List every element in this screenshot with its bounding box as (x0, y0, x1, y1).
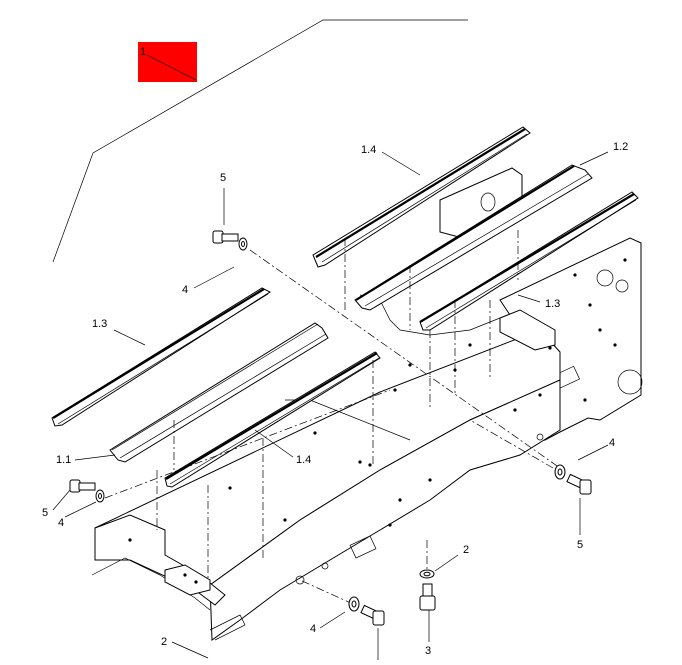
callout-4-top: 4 (182, 284, 188, 296)
plate-hole (617, 369, 643, 395)
callout-1-2: 1.2 (613, 141, 628, 153)
callout-1-highlight[interactable]: 1 (138, 42, 197, 82)
callout-4-right: 4 (609, 437, 615, 449)
foot-slot (209, 614, 246, 641)
callout-4-left: 4 (58, 517, 64, 529)
rail-1-2 (354, 164, 593, 311)
plate-hole (321, 562, 329, 570)
bolt-5-left (69, 479, 105, 503)
callout-1-4-mid: 1.4 (296, 454, 311, 466)
bolt-3 (419, 569, 436, 611)
callout-5-top: 5 (220, 172, 226, 184)
callout-3: 3 (425, 645, 431, 657)
plate-slot (349, 535, 377, 559)
callout-5-right: 5 (577, 539, 583, 551)
plate-hole (596, 269, 614, 287)
callout-1-1: 1.1 (56, 454, 71, 466)
callout-1-label: 1 (140, 46, 146, 58)
rail-1-4-mid (164, 351, 381, 488)
callout-1-3-right: 1.3 (545, 298, 560, 310)
callout-2-right: 2 (463, 544, 469, 556)
bolt-5-right (554, 464, 592, 495)
callout-1-3-left: 1.3 (92, 318, 107, 330)
assembly-bracket-line (52, 19, 468, 263)
callout-5-left: 5 (42, 507, 48, 519)
plate-hole (480, 192, 496, 212)
callout-4-bottom: 4 (310, 623, 316, 635)
rail-1-1 (109, 322, 329, 463)
front-lower-plate (209, 379, 561, 641)
leader-lines (52, 151, 609, 660)
plate-hole (536, 433, 544, 441)
inner-bracket (164, 564, 211, 596)
rail-1-3-right (419, 191, 639, 331)
inner-bracket (499, 309, 556, 351)
assembly-lines (104, 230, 561, 605)
bolt-5-top (212, 230, 248, 251)
main-frame (91, 167, 643, 641)
plate-hole (295, 575, 305, 585)
callout-labels: 1.4 1.2 5 4 1.3 1.3 1.1 1.4 4 5 4 5 2 2 … (42, 141, 628, 657)
leader-1 (146, 54, 197, 81)
plate-hole (615, 279, 629, 293)
lower-flange (91, 557, 211, 611)
bolt-4-bottom (348, 596, 385, 626)
callout-1-4-top: 1.4 (361, 144, 376, 156)
rail-1-3-left (51, 287, 272, 427)
callout-2-bottom: 2 (161, 636, 167, 648)
rail-1-4-top (312, 126, 531, 268)
